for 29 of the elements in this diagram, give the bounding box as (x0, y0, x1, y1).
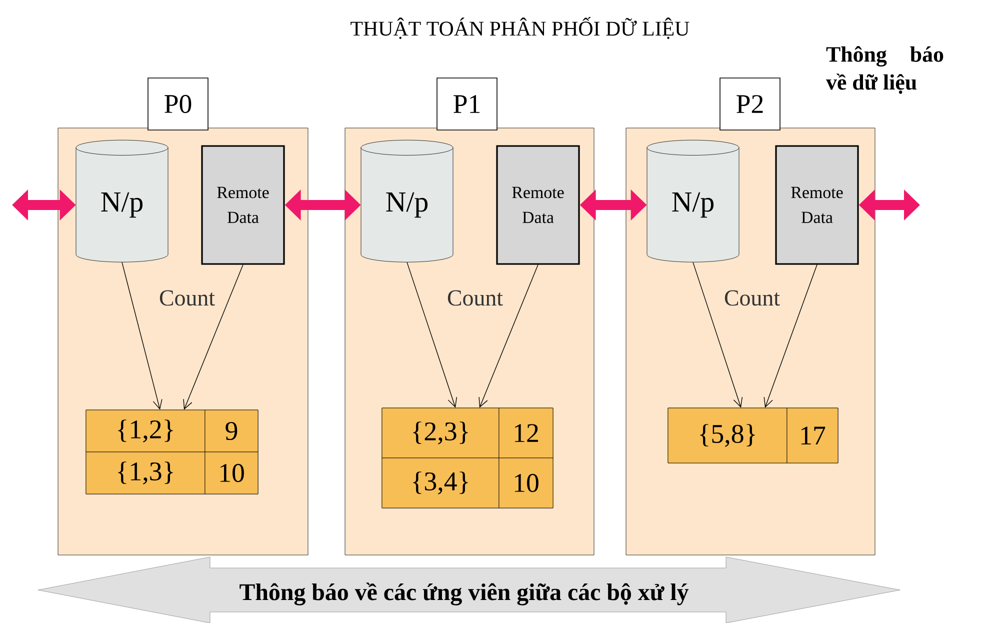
table-cell: 10 (204, 452, 258, 494)
table-cell: 12 (498, 408, 554, 458)
database-cylinder: N/p (360, 140, 454, 262)
title: THUẬT TOÁN PHÂN PHỐI DỮ LIỆU (350, 16, 690, 40)
remote-data-box: Remote Data (496, 145, 580, 265)
remote-data-box: Remote Data (775, 145, 859, 265)
arrow (183, 264, 244, 410)
count-table (668, 408, 838, 464)
count-label: Count (724, 290, 780, 306)
count-label: Count (160, 290, 215, 306)
processor-label: P1 (436, 78, 498, 130)
table-cell: 9 (204, 410, 258, 452)
remote-data-box: Remote Data (201, 145, 285, 265)
database-cylinder: N/p (76, 140, 168, 262)
database-cylinder: N/p (646, 140, 740, 262)
table-cell: 10 (498, 458, 554, 508)
arrow (406, 262, 458, 408)
arrow (478, 264, 538, 408)
arrow (122, 262, 162, 410)
double-arrow-banner: Thông báo về các ứng viên giữa các bộ xử lý (38, 556, 900, 623)
count-label: Count (448, 290, 503, 306)
note-text: Thông báo về dữ liệu (826, 46, 944, 94)
processor-label: P0 (148, 78, 208, 130)
table-cell: 17 (786, 408, 838, 464)
arrow (692, 262, 743, 408)
processor-label: P2 (720, 78, 780, 130)
count-table (382, 408, 554, 508)
arrow (764, 264, 818, 408)
count-table (86, 410, 258, 494)
